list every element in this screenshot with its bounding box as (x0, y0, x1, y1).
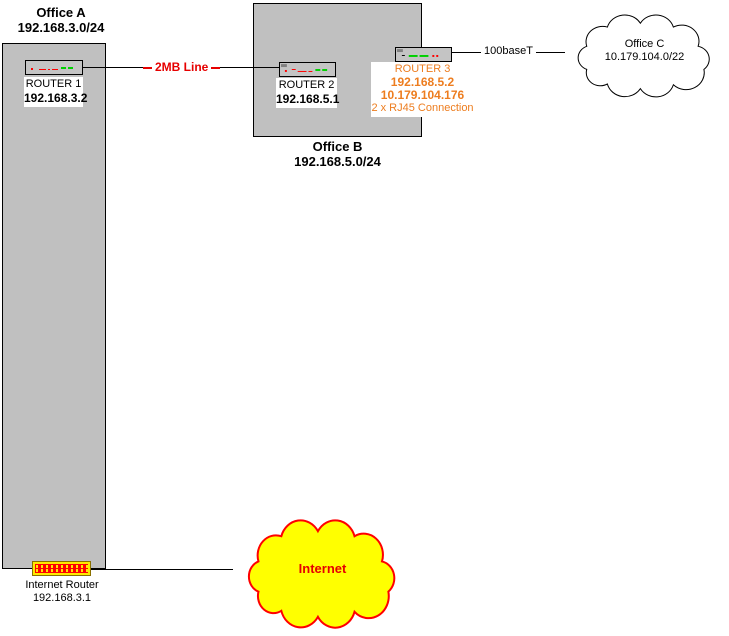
router-leds-icon (396, 49, 439, 57)
router3-ip-wan: 10.179.104.176 (380, 88, 465, 102)
office-b-subnet: 192.168.5.0/24 (294, 154, 381, 169)
office-c-name: Office C (624, 38, 665, 50)
router1-ip: 192.168.3.2 (24, 91, 88, 105)
router1-name: ROUTER 1 (25, 78, 82, 90)
router2-label: ROUTER 2 192.168.5.1 (276, 78, 340, 108)
office-c-cloud-icon (562, 4, 727, 104)
router2-device-icon (279, 62, 336, 77)
office-c-subnet: 10.179.104.0/22 (604, 51, 685, 63)
office-a-title: Office A 192.168.3.0/24 (0, 5, 122, 35)
office-a-name: Office A (36, 5, 86, 20)
link-2mb-label: 2MB Line (142, 60, 221, 74)
office-b-name: Office B (312, 139, 363, 154)
internet-router-device-icon (33, 562, 90, 575)
office-a-subnet: 192.168.3.0/24 (17, 20, 105, 35)
office-c-label: Office C 10.179.104.0/22 (562, 38, 727, 64)
internet-router-ip: 192.168.3.1 (32, 592, 92, 604)
office-a-zone (2, 43, 106, 569)
office-b-title: Office B 192.168.5.0/24 (255, 139, 420, 169)
internet-cloud-icon (231, 506, 414, 636)
link-internet-line (89, 569, 233, 570)
router2-ip: 192.168.5.1 (276, 92, 340, 106)
router-leds-icon (31, 67, 73, 70)
router3-note: 2 x RJ45 Connection (371, 102, 474, 114)
router3-name: ROUTER 3 (394, 63, 451, 75)
internet-cloud-label: Internet (298, 561, 347, 576)
router3-device-icon (395, 47, 452, 62)
internet-router-label: Internet Router 192.168.3.1 (16, 578, 108, 607)
router-leds-icon (280, 64, 328, 72)
router3-label: ROUTER 3 192.168.5.2 10.179.104.176 2 x … (371, 62, 474, 117)
link-100baset-label: 100baseT (481, 45, 536, 57)
router2-name: ROUTER 2 (278, 79, 335, 91)
internet-router-name: Internet Router (25, 579, 99, 591)
router1-device-icon (25, 60, 83, 75)
router3-ip-lan: 192.168.5.2 (390, 75, 455, 89)
router1-label: ROUTER 1 192.168.3.2 (24, 77, 88, 107)
